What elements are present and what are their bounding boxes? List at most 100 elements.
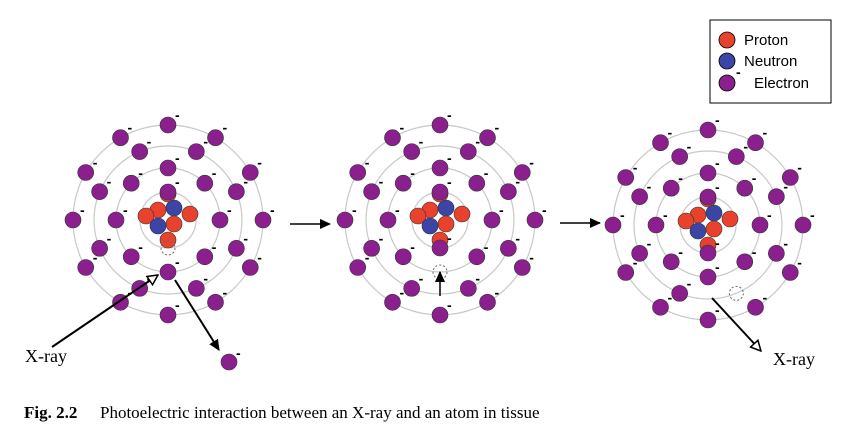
electron-charge: -	[752, 244, 757, 260]
electron	[159, 306, 177, 324]
electron-charge: -	[687, 139, 692, 155]
electron-charge: -	[107, 230, 112, 246]
electron-charge: -	[484, 165, 489, 181]
electron-charge: -	[752, 170, 757, 186]
legend-neutron-label: Neutron	[744, 53, 797, 70]
electron-charge: -	[484, 239, 489, 255]
electron	[699, 311, 717, 329]
electron	[652, 134, 669, 152]
electron-charge: -	[175, 150, 180, 166]
atom-1: -----------------------------	[64, 107, 275, 324]
legend-electron-charge: -	[736, 64, 741, 80]
atoms: ----------------------------------------…	[64, 107, 815, 371]
legend-proton-swatch	[718, 31, 736, 49]
electron	[794, 216, 812, 234]
electron-charge: -	[715, 112, 720, 128]
electron	[662, 179, 680, 197]
electron	[728, 148, 745, 165]
electron-charge: -	[620, 207, 625, 223]
electron	[500, 240, 517, 257]
electron-charge: -	[715, 302, 720, 318]
electron	[768, 188, 785, 205]
electron-charge: -	[715, 155, 720, 171]
electron-charge: -	[175, 174, 180, 190]
electron	[460, 143, 477, 160]
electron	[363, 183, 380, 200]
electron-charge: -	[475, 134, 480, 150]
electron-charge: -	[447, 230, 452, 246]
electron-charge: -	[400, 120, 405, 136]
electron	[159, 159, 177, 177]
electron	[228, 183, 245, 200]
orbit-shell	[633, 150, 783, 300]
electron-charge: -	[763, 289, 768, 305]
electron-charge: -	[410, 239, 415, 255]
electron	[617, 169, 635, 186]
electron	[604, 216, 622, 234]
electron-charge: -	[767, 207, 772, 223]
legend-proton-label: Proton	[744, 32, 788, 49]
electron-charge: -	[810, 207, 815, 223]
electron-charge: -	[175, 254, 180, 270]
electron-charge: -	[647, 235, 652, 251]
proton	[181, 205, 199, 223]
electron-vacancy	[432, 264, 448, 280]
neutron	[705, 204, 723, 222]
electron-charge: -	[447, 174, 452, 190]
electron-charge: -	[495, 284, 500, 300]
electron-charge: -	[365, 250, 370, 266]
electron-charge: -	[212, 165, 217, 181]
proton	[677, 212, 695, 230]
electron	[671, 148, 688, 165]
electron-charge: -	[529, 250, 534, 266]
electron-charge: -	[93, 155, 98, 171]
electron-charge: -	[365, 155, 370, 171]
caption-fig-label: Fig. 2.2	[24, 403, 77, 422]
electron-charge: -	[379, 230, 384, 246]
electron	[500, 183, 517, 200]
neutron	[149, 217, 167, 235]
electron	[159, 263, 177, 281]
electron-charge: -	[147, 270, 152, 286]
electron-charge: -	[203, 270, 208, 286]
electron	[91, 240, 108, 257]
electron-charge: -	[499, 202, 504, 218]
electron	[159, 116, 177, 134]
legend-electron-label: Electron	[754, 75, 809, 92]
electron-charge: -	[647, 179, 652, 195]
electron	[207, 129, 224, 147]
electron-charge: -	[447, 150, 452, 166]
neutron	[421, 217, 439, 235]
electron	[781, 264, 799, 281]
electron-charge: -	[223, 120, 228, 136]
ejected-electron-charge: -	[236, 345, 241, 361]
xray-incoming-label: X-ray	[25, 346, 67, 366]
electron	[349, 259, 367, 276]
electron	[617, 264, 635, 281]
electron-charge: -	[395, 202, 400, 218]
electron-charge: -	[147, 134, 152, 150]
electron	[747, 298, 764, 316]
electron	[460, 280, 477, 297]
electron-charge: -	[257, 155, 262, 171]
electron	[647, 216, 665, 234]
electron-charge: -	[410, 165, 415, 181]
proton	[159, 231, 177, 249]
electron	[159, 183, 177, 201]
proton	[705, 220, 723, 238]
proton	[453, 205, 471, 223]
xray-outgoing-label: X-ray	[773, 349, 815, 369]
electron-charge: -	[678, 244, 683, 260]
electron-charge: -	[495, 120, 500, 136]
electron	[188, 280, 205, 297]
ejected-electron	[220, 353, 238, 371]
legend-neutron-swatch	[718, 52, 736, 70]
electron-charge: -	[447, 297, 452, 313]
electron	[736, 179, 754, 197]
electron	[768, 245, 785, 262]
electron	[781, 169, 799, 186]
photoelectron-arrow	[174, 279, 220, 350]
electron	[384, 129, 401, 147]
electron-charge: -	[447, 107, 452, 123]
electron	[384, 293, 401, 311]
